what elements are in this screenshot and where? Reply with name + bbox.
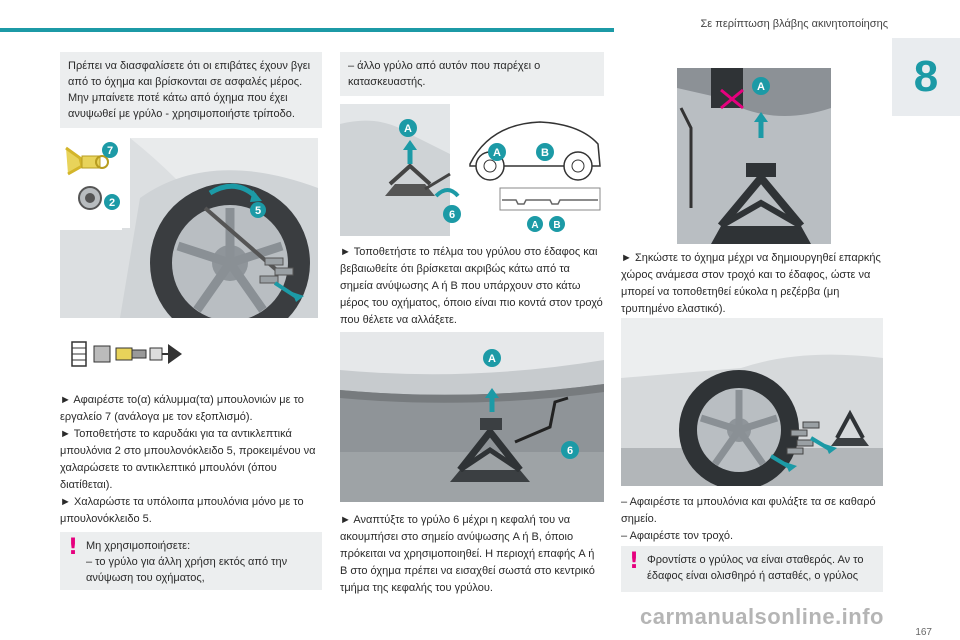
col3-dash-2: – Αφαιρέστε τον τροχό. (621, 530, 734, 542)
wheel-removal-svg (621, 318, 883, 486)
col3-dash-1: – Αφαιρέστε τα μπουλόνια και φυλάξτε τα … (621, 496, 876, 525)
raised-car-illustration: A (621, 68, 883, 244)
col3-dash-list: – Αφαιρέστε τα μπουλόνια και φυλάξτε τα … (621, 494, 883, 545)
col1-warning-line-2: – το γρύλο για άλλη χρήση εκτός από την … (86, 556, 288, 584)
socket-bolt-illustration (70, 336, 190, 372)
socket-bolt-svg (71, 341, 182, 367)
warning-icon: ! (629, 549, 640, 574)
col2-step-2: ► Αναπτύξτε το γρύλο 6 μέχρι η κεφαλή το… (340, 514, 595, 594)
wheel-removal-illustration (621, 318, 883, 486)
col1-warning-line-1: Μη χρησιμοποιήσετε: (86, 540, 191, 552)
label-6-jack: 6 (449, 209, 455, 221)
col2-step-1: ► Τοποθετήστε το πέλμα του γρύλου στο έδ… (340, 246, 603, 326)
col1-step-3: ► Χαλαρώστε τα υπόλοιπα μπουλόνια μόνο μ… (60, 496, 304, 525)
col2-top-box: – άλλο γρύλο από αυτόν που παρέχει ο κατ… (340, 52, 604, 96)
header-accent-bar (0, 28, 614, 32)
col1-steps: ► Αφαιρέστε το(α) κάλυμμα(τα) μπουλονιών… (60, 392, 322, 528)
col1-step-2: ► Τοποθετήστε το καρυδάκι για τα αντικλε… (60, 428, 316, 491)
col3-warning-text: Φροντίστε ο γρύλος να είναι σταθερός. Αν… (647, 554, 864, 582)
page-number: 167 (915, 627, 932, 638)
col1-warning-box: ! Μη χρησιμοποιήσετε: – το γρύλο για άλλ… (60, 532, 322, 590)
chapter-title: Σε περίπτωση βλάβης ακινητοποίησης (700, 18, 889, 30)
jack-points-illustration: A 6 A B A B (340, 104, 604, 236)
col3-step-1: ► Σηκώστε το όχημα μέχρι να δημιουργηθεί… (621, 252, 881, 315)
label-a-photo: A (488, 353, 496, 365)
wheel-bolts-svg: 7 2 5 (60, 138, 318, 318)
jack-under-car-svg: A 6 (340, 332, 604, 502)
raised-car-svg: A (677, 68, 831, 244)
jack-under-car-illustration: A 6 (340, 332, 604, 502)
label-6-photo: 6 (567, 445, 573, 457)
intro-safety-text: Πρέπει να διασφαλίσετε ότι οι επιβάτες έ… (68, 60, 311, 120)
wheel-bolts-illustration: 7 2 5 (60, 138, 318, 318)
col1-step-1: ► Αφαιρέστε το(α) κάλυμμα(τα) μπουλονιών… (60, 394, 304, 423)
col3-warning-box: ! Φροντίστε ο γρύλος να είναι σταθερός. … (621, 546, 883, 592)
chapter-number-tab: 8 (892, 38, 960, 116)
label-a-car: A (493, 147, 501, 159)
label-2: 2 (109, 197, 115, 209)
warning-icon: ! (68, 535, 79, 560)
label-b-sill: B (553, 220, 560, 231)
label-a-jack: A (404, 123, 412, 135)
label-7: 7 (107, 145, 113, 157)
label-a-sill: A (531, 220, 538, 231)
col2-top-text: – άλλο γρύλο από αυτόν που παρέχει ο κατ… (348, 60, 541, 88)
label-5: 5 (255, 205, 261, 217)
watermark: carmanualsonline.info (640, 604, 884, 629)
label-b-car: B (541, 147, 549, 159)
jack-points-svg: A 6 A B A B (340, 104, 601, 236)
label-a-raised: A (757, 81, 765, 93)
intro-safety-box: Πρέπει να διασφαλίσετε ότι οι επιβάτες έ… (60, 52, 322, 128)
